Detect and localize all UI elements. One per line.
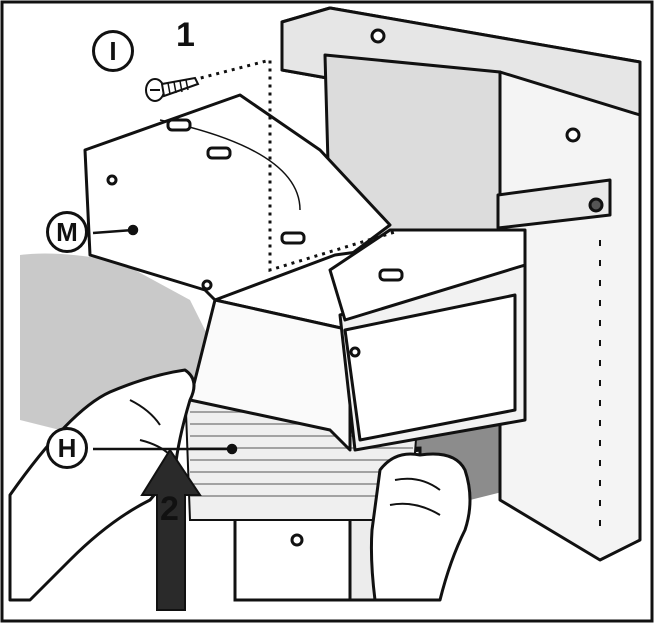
callout-screw: I [92, 30, 134, 72]
adapter-elbow [83, 93, 527, 452]
up-arrow-icon [140, 448, 202, 611]
screw-icon [145, 76, 200, 102]
callout-hose: H [46, 427, 88, 469]
guide-line [192, 58, 396, 273]
callout-hose-label: H [57, 433, 77, 463]
step-one-label: 1 [176, 16, 195, 54]
callout-screw-label: I [109, 36, 117, 66]
step-two-label: 2 [160, 490, 179, 528]
hands-illustration [8, 368, 472, 602]
callout-adapter: M [46, 211, 88, 253]
hood-cabinet [280, 6, 642, 562]
callout-adapter-label: M [56, 217, 78, 247]
leader-lines [92, 224, 238, 455]
